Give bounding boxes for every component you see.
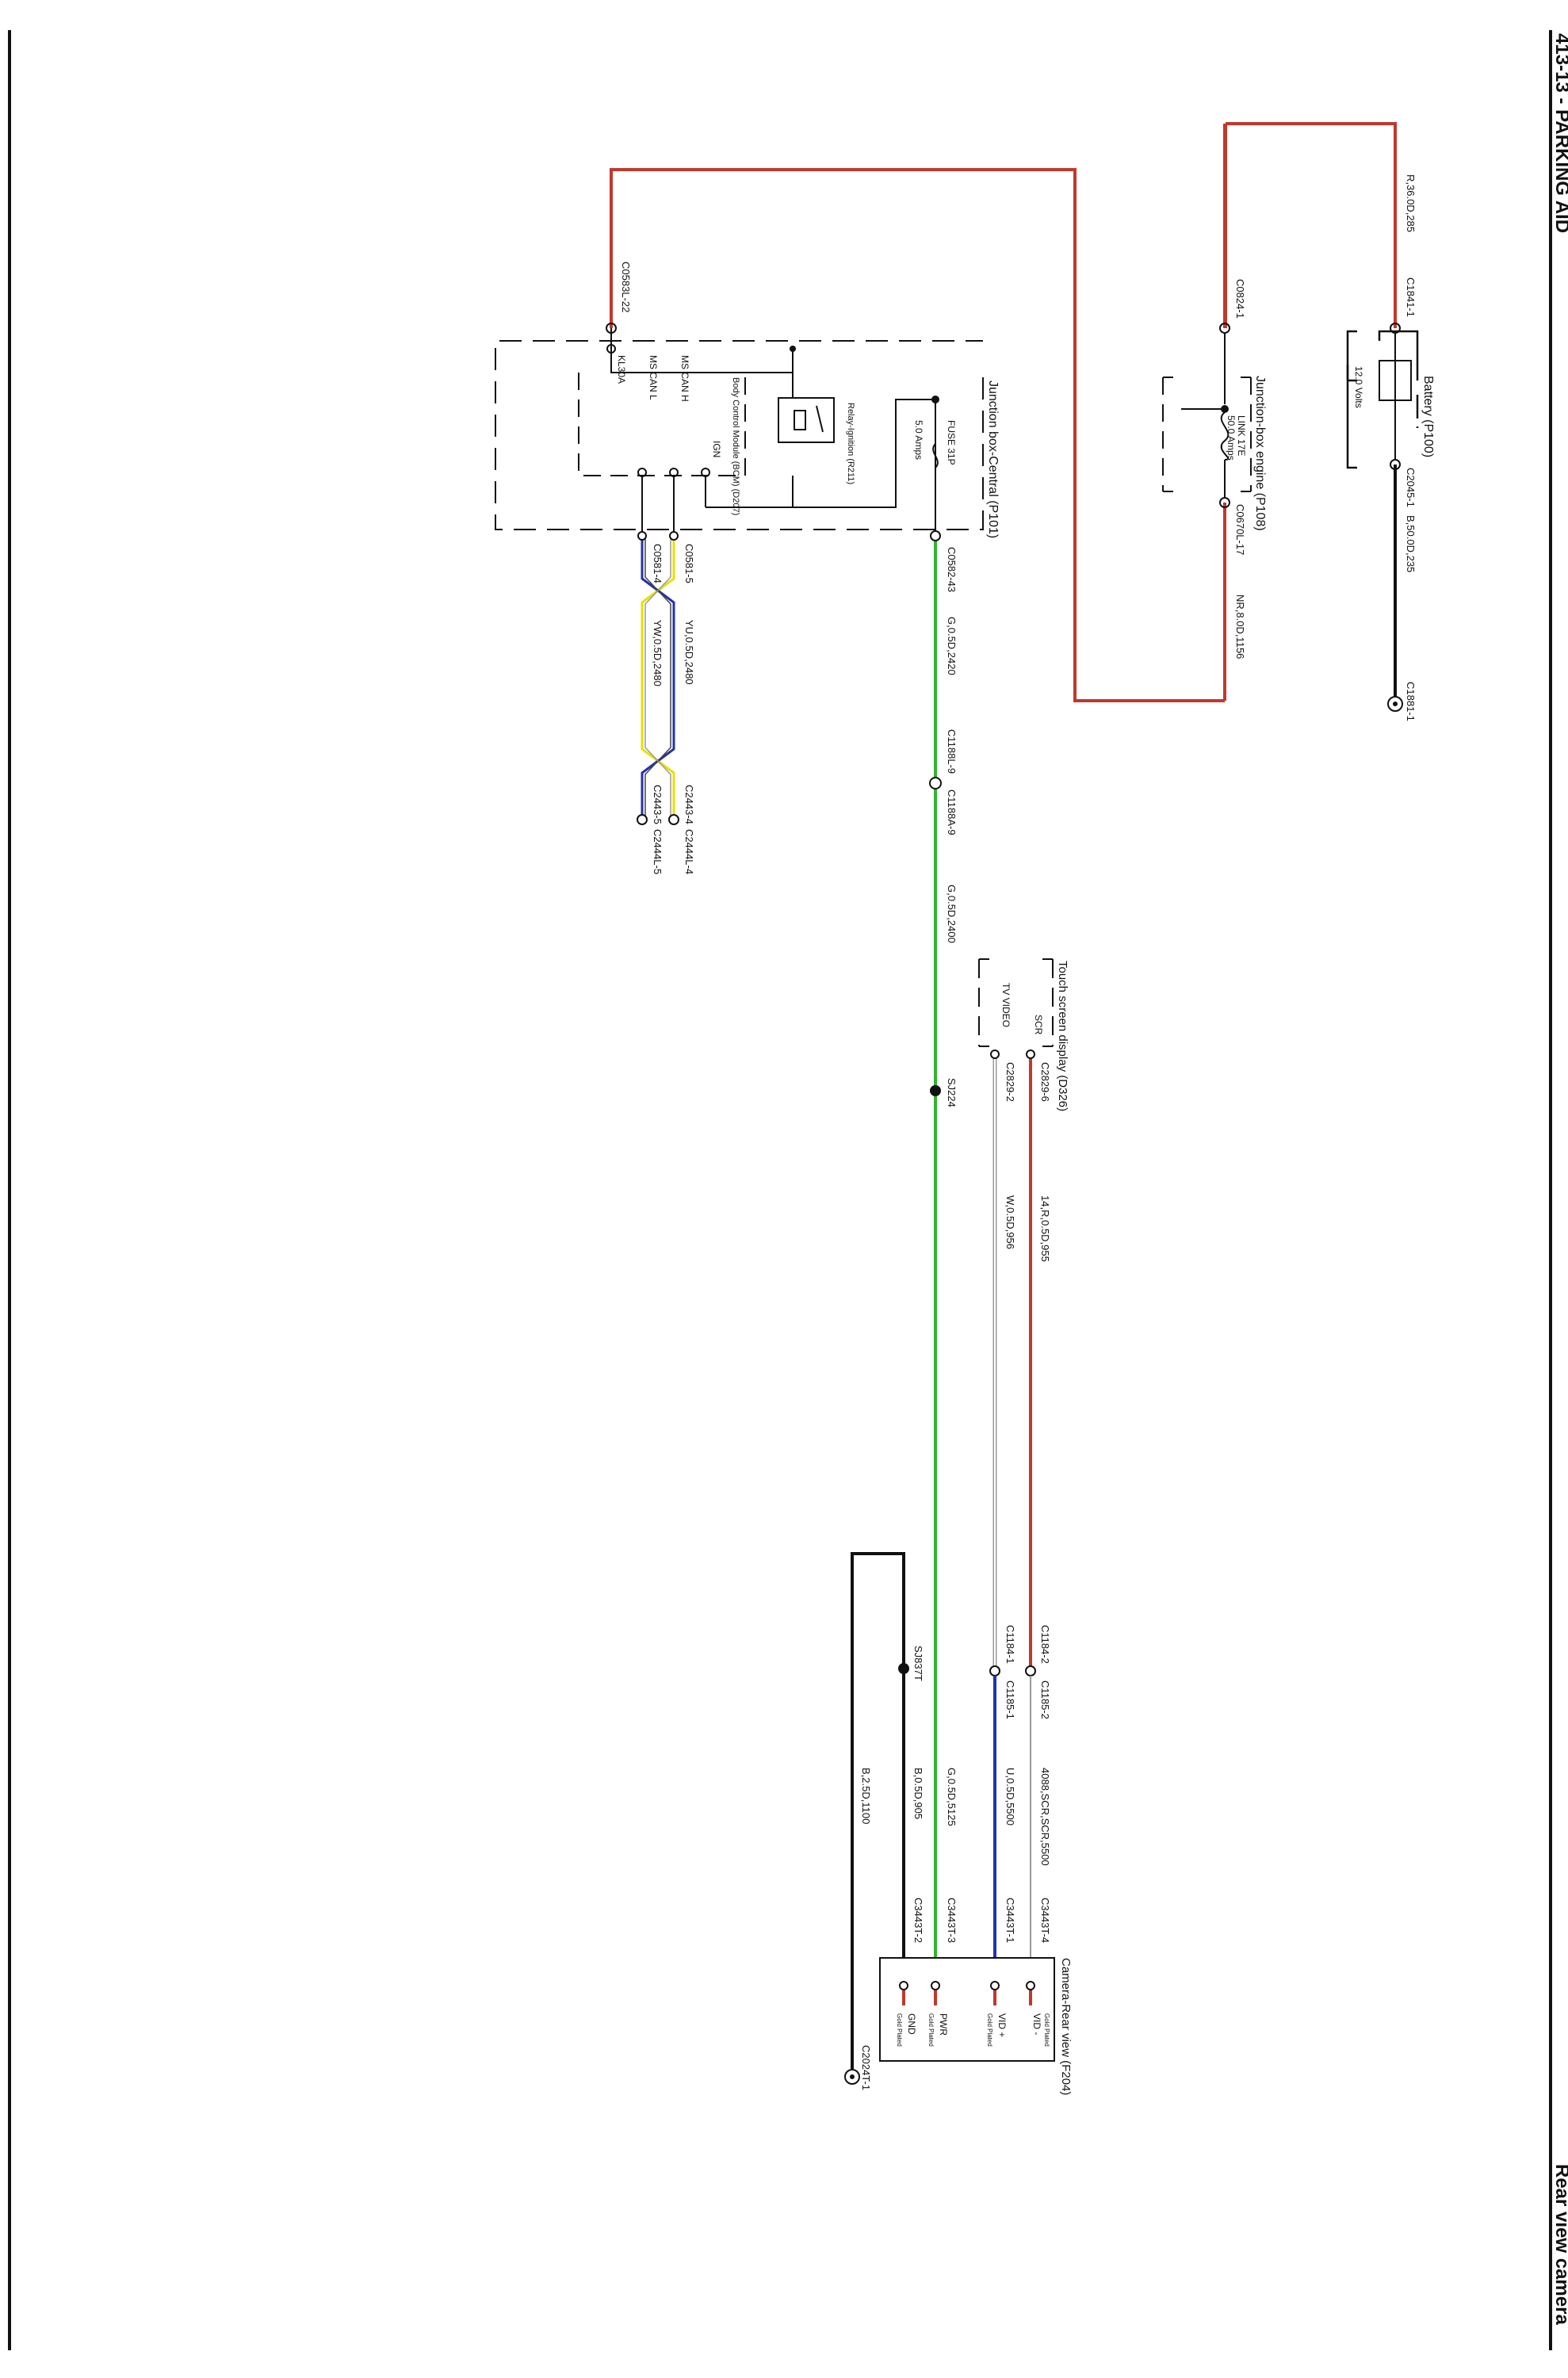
label-c0824-1: C0824-1 bbox=[1234, 279, 1246, 319]
label-c0670l-17: C0670L-17 bbox=[1234, 504, 1246, 555]
terminal-c1188 bbox=[929, 777, 942, 789]
label-yu-2480: YU,0.5D,2480 bbox=[683, 620, 695, 685]
pin-pwr: PWR bbox=[938, 2013, 949, 2036]
label-c1188a-9: C1188A-9 bbox=[946, 789, 958, 835]
label-c3443t-1: C3443T-1 bbox=[1004, 1898, 1016, 1943]
label-c3443t-4: C3443T-4 bbox=[1039, 1898, 1051, 1943]
gold-plated-4: Gold Plated bbox=[896, 2013, 903, 2047]
pin-vid-plus: VID + bbox=[996, 2013, 1008, 2037]
pin-scr: SCR bbox=[1033, 1015, 1044, 1035]
pin-ms-can-h: MS CAN H bbox=[679, 355, 690, 402]
section-subtitle: Rear view camera bbox=[1551, 2164, 1568, 2325]
label-b50-235: B,50.0D,235 bbox=[1405, 515, 1417, 572]
battery-voltage: 12.0 Volts bbox=[1353, 366, 1364, 408]
wire-red-link bbox=[610, 168, 1225, 702]
splice-sj224 bbox=[930, 1085, 941, 1096]
jb-central-fuse: FUSE 31P bbox=[946, 420, 957, 465]
label-c2443-5: C2443-5 bbox=[652, 785, 664, 824]
label-c1841-1: C1841-1 bbox=[1405, 277, 1417, 317]
label-g-5125: G,0.5D,5125 bbox=[946, 1768, 958, 1826]
pin-tv-video: TV VIDEO bbox=[1000, 983, 1012, 1027]
wire-b-905 bbox=[851, 1552, 905, 2069]
label-c2444l-4: C2444L-4 bbox=[683, 829, 695, 874]
label-c2024t-1: C2024T-1 bbox=[860, 2045, 872, 2090]
terminal-c0582-43 bbox=[930, 530, 941, 541]
label-sj224: SJ224 bbox=[946, 1078, 958, 1107]
label-c2829-6: C2829-6 bbox=[1039, 1062, 1051, 1102]
ground-c1881-1 bbox=[1387, 696, 1403, 712]
label-c2045-1: C2045-1 bbox=[1405, 468, 1417, 507]
label-w-956: W,0.5D,956 bbox=[1004, 1195, 1016, 1249]
label-b-1100: B,2.5D,1100 bbox=[860, 1768, 872, 1824]
terminal-c0583l-22 bbox=[606, 323, 617, 334]
label-c3443t-2: C3443T-2 bbox=[912, 1898, 924, 1943]
label-u-5500: U,0.5D,5500 bbox=[1004, 1768, 1016, 1826]
label-c0582-43: C0582-43 bbox=[946, 547, 958, 592]
label-c0581-5: C0581-5 bbox=[683, 544, 695, 583]
label-c1185-2: C1185-2 bbox=[1039, 1680, 1051, 1719]
label-c1881-1: C1881-1 bbox=[1405, 682, 1417, 721]
pin-gnd: GND bbox=[906, 2013, 917, 2035]
label-g-2420: G,0.5D,2420 bbox=[946, 617, 958, 675]
junction-box-engine-p108: Junction-box engine (P108) LINK 17E 50.0… bbox=[1162, 323, 1267, 531]
display-name: Touch screen display (D326) bbox=[1056, 961, 1069, 1111]
label-c1184-1: C1184-1 bbox=[1004, 1625, 1016, 1664]
wire-r36-285 bbox=[1224, 122, 1397, 328]
camera-name: Camera-Rear view (F204) bbox=[1059, 1958, 1073, 2095]
gold-plated-2: Gold Plated bbox=[986, 2013, 993, 2047]
jb-engine-rating: 50.0 Amps bbox=[1226, 415, 1237, 461]
label-c2443-4: C2443-4 bbox=[683, 785, 695, 824]
pin-ms-can-l: MS CAN L bbox=[648, 355, 659, 400]
label-b-905: B,0.5D,905 bbox=[912, 1768, 924, 1819]
terminal-c1184-2 bbox=[1025, 1665, 1036, 1676]
pin-kl30a: KL30A bbox=[616, 355, 627, 384]
terminal-c1184-1 bbox=[989, 1665, 1000, 1676]
label-scr-5500: 4088,SCR,SCR,5500 bbox=[1039, 1768, 1051, 1866]
jb-central-name: Junction box-Central (P101) bbox=[986, 380, 1000, 538]
junction-box-central-p101: Junction box-Central (P101) FUSE 31P 5.0… bbox=[495, 328, 1000, 538]
battery-p100: Battery (P100) 12.0 Volts bbox=[1346, 323, 1435, 470]
label-c2444l-5: C2444L-5 bbox=[652, 829, 664, 874]
jb-central-rating: 5.0 Amps bbox=[913, 420, 924, 460]
jb-engine-fuse: LINK 17E bbox=[1236, 415, 1247, 456]
splice-sj837t bbox=[898, 1663, 909, 1674]
touch-screen-display-d326: Touch screen display (D326) SCR TV VIDEO bbox=[978, 958, 1069, 1111]
label-c3443t-3: C3443T-3 bbox=[946, 1898, 958, 1943]
bcm-name: Body Control Module (BCM) (D207) bbox=[731, 377, 740, 515]
can-twisted-pair bbox=[637, 531, 679, 825]
label-c1185-1: C1185-1 bbox=[1004, 1680, 1016, 1719]
label-r36-285: R,36.0D,285 bbox=[1405, 174, 1417, 232]
label-c0583l-22: C0583L-22 bbox=[620, 262, 632, 312]
pin-ign: IGN bbox=[711, 441, 722, 457]
section-title: 413-13 - PARKING AID bbox=[1551, 33, 1568, 233]
label-yw-2480: YW,0.5D,2480 bbox=[652, 620, 664, 686]
relay-name: Relay-Ignition (R211) bbox=[846, 403, 855, 484]
label-nr-1156: NR,8.0D,1156 bbox=[1234, 594, 1246, 659]
gold-plated-1: Gold Plated bbox=[1043, 2013, 1050, 2047]
jb-engine-name: Junction-box engine (P108) bbox=[1253, 376, 1267, 531]
label-c0581-4: C0581-4 bbox=[652, 544, 664, 583]
pin-vid-minus: VID - bbox=[1031, 2013, 1042, 2035]
label-r-955: 14,R,0.5D,955 bbox=[1039, 1195, 1051, 1262]
gold-plated-3: Gold Plated bbox=[927, 2013, 935, 2047]
label-g-2400: G,0.5D,2400 bbox=[946, 885, 958, 943]
ground-c2024t-1 bbox=[844, 2069, 860, 2085]
label-sj837t: SJ837T bbox=[912, 1646, 924, 1681]
label-c2829-2: C2829-2 bbox=[1004, 1062, 1016, 1102]
camera-rear-view-f204: Camera-Rear view (F204) VID - Gold Plate… bbox=[879, 1957, 1073, 2095]
battery-name: Battery (P100) bbox=[1421, 376, 1435, 457]
label-c1184-2: C1184-2 bbox=[1039, 1625, 1051, 1664]
label-c1188l-9: C1188L-9 bbox=[946, 729, 958, 774]
